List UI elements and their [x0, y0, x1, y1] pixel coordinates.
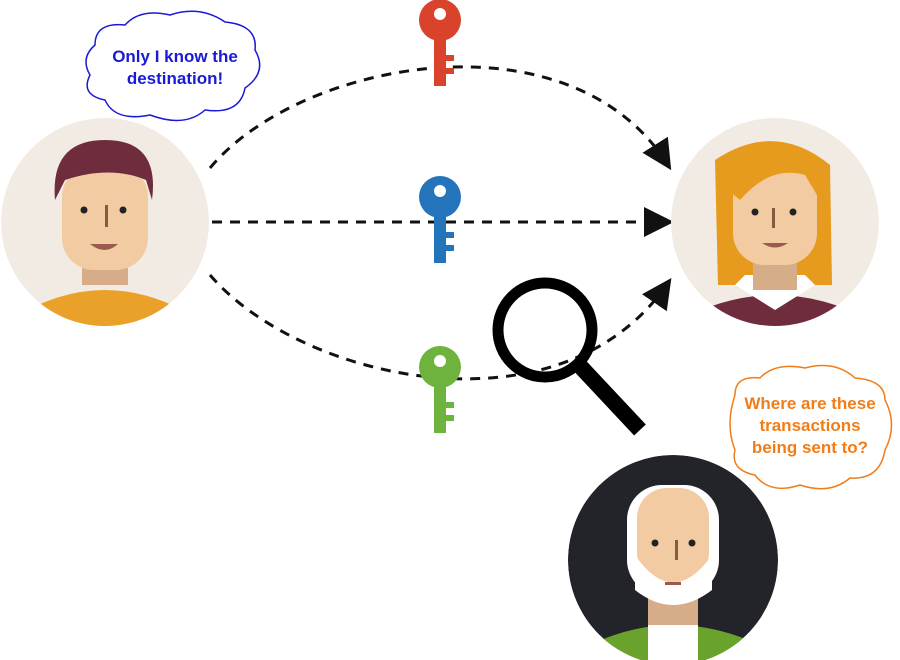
- observer-thought-bubble: Where are these transactions being sent …: [729, 364, 893, 490]
- red-key-icon: [419, 0, 461, 86]
- sender-thought-line-2: destination!: [127, 69, 223, 88]
- observer-avatar: [568, 455, 778, 660]
- receiver-avatar: [671, 118, 879, 326]
- sender-thought-line-1: Only I know the: [112, 47, 238, 66]
- magnifying-glass-icon: [492, 277, 646, 436]
- observer-thought-line-1: Where are these: [744, 394, 875, 413]
- observer-thought-line-3: being sent to?: [752, 438, 868, 457]
- observer-thought-line-2: transactions: [759, 416, 860, 435]
- sender-avatar: [1, 118, 209, 326]
- bottom-path-arrow: [208, 274, 672, 381]
- blue-key-icon: [419, 176, 461, 263]
- green-key-icon: [419, 346, 461, 433]
- sender-thought-bubble: Only I know the destination!: [85, 10, 261, 122]
